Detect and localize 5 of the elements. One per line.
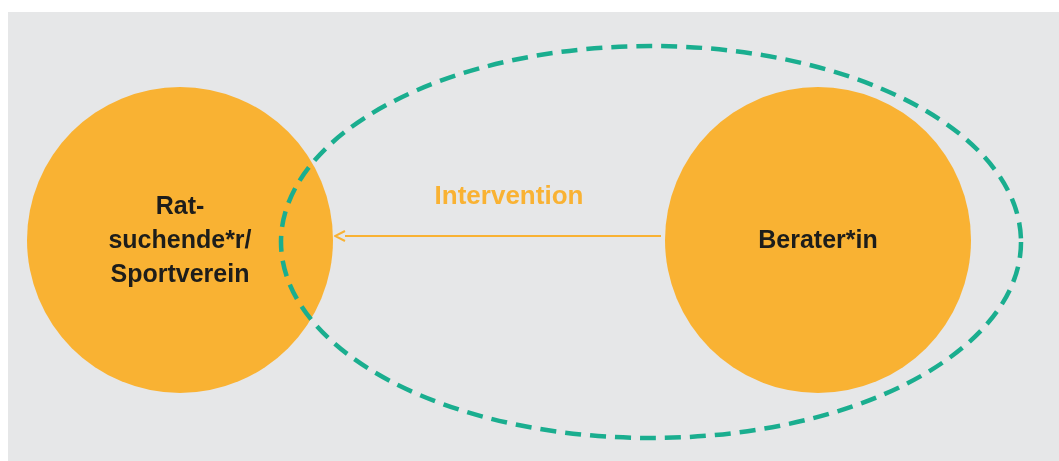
node-label: Rat- suchende*r/ Sportverein [107, 190, 253, 289]
dashed-ellipse [278, 43, 1024, 441]
arrow [334, 230, 662, 242]
node-label: Berater*in [758, 224, 878, 256]
edge-label: Intervention [434, 180, 584, 211]
